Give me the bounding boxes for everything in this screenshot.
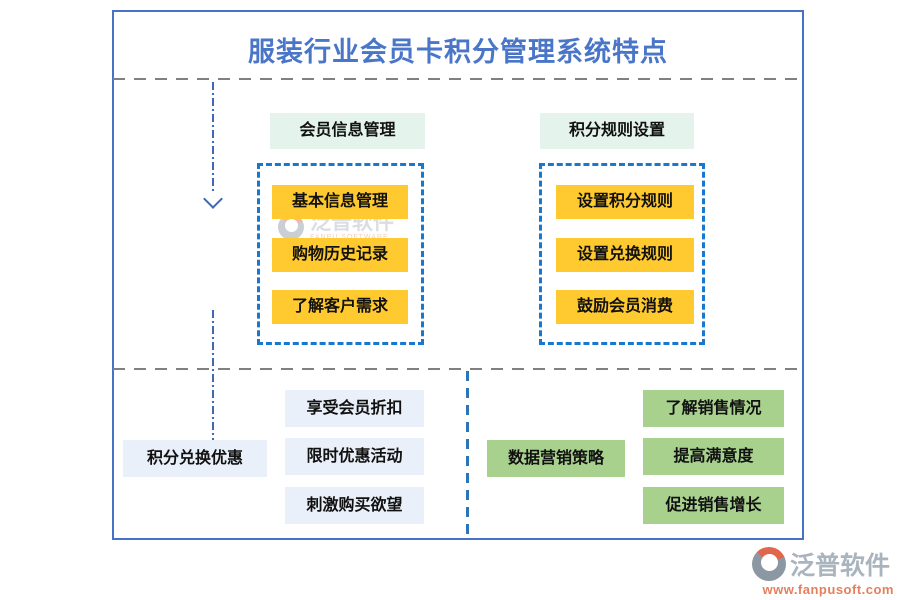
item-shopping-history: 购物历史记录 (272, 238, 408, 272)
group-box-member-info (257, 163, 424, 345)
divider-top-dashed (113, 78, 803, 80)
label-points-exchange: 积分兑换优惠 (123, 440, 267, 477)
diagram-frame (112, 10, 804, 540)
label-data-marketing: 数据营销策略 (487, 440, 625, 477)
item-sales-insight: 了解销售情况 (643, 390, 784, 427)
watermark-subtext: FANPU SOFTWARE (310, 234, 394, 242)
item-promote-sales-growth: 促进销售增长 (643, 487, 784, 524)
connector-line (212, 310, 214, 440)
item-encourage-spending: 鼓励会员消费 (556, 290, 694, 324)
group-header-member-info: 会员信息管理 (270, 113, 425, 149)
item-member-discount: 享受会员折扣 (285, 390, 424, 427)
divider-middle-dashed (113, 368, 803, 370)
item-stimulate-purchase: 刺激购买欲望 (285, 487, 424, 524)
group-header-points-rules: 积分规则设置 (540, 113, 694, 149)
vendor-logo: 泛普软件 www.fanpusoft.com (752, 546, 894, 597)
fanpu-logo-icon (752, 547, 786, 581)
flow-arrow-line (212, 82, 214, 194)
group-box-points-rules (539, 163, 705, 345)
item-improve-satisfaction: 提高满意度 (643, 438, 784, 475)
item-customer-needs: 了解客户需求 (272, 290, 408, 324)
item-limited-time-offer: 限时优惠活动 (285, 438, 424, 475)
divider-vertical-dashed (466, 371, 469, 539)
item-set-points-rules: 设置积分规则 (556, 185, 694, 219)
vendor-name: 泛普软件 (790, 552, 891, 580)
item-basic-info: 基本信息管理 (272, 185, 408, 219)
page-title: 服装行业会员卡积分管理系统特点 (248, 37, 668, 68)
item-set-exchange-rules: 设置兑换规则 (556, 238, 694, 272)
vendor-url: www.fanpusoft.com (762, 582, 894, 597)
